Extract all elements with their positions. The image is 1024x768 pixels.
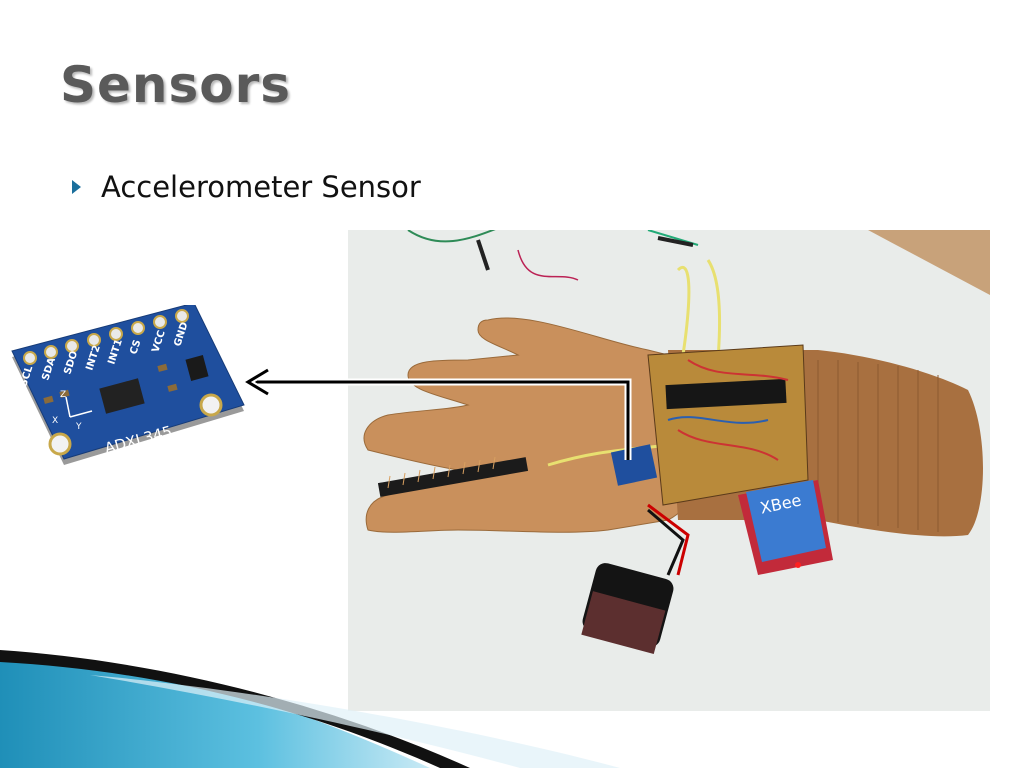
- glove-project-photo: XBee: [348, 230, 990, 711]
- axis-label-y: Y: [75, 422, 82, 432]
- adxl345-breakout-image: SCL SDA SDO INT2 INT1 CS VCC GND X Y Z A…: [11, 305, 245, 465]
- slide-title: Sensors: [60, 56, 292, 114]
- axis-label-z: Z: [60, 390, 66, 400]
- axis-label-x: X: [52, 416, 58, 426]
- bullet-text: Accelerometer Sensor: [101, 170, 421, 204]
- bullet-arrow-icon: [72, 180, 81, 194]
- bullet-item: Accelerometer Sensor: [72, 170, 421, 204]
- pin-label-cs: CS: [128, 339, 143, 356]
